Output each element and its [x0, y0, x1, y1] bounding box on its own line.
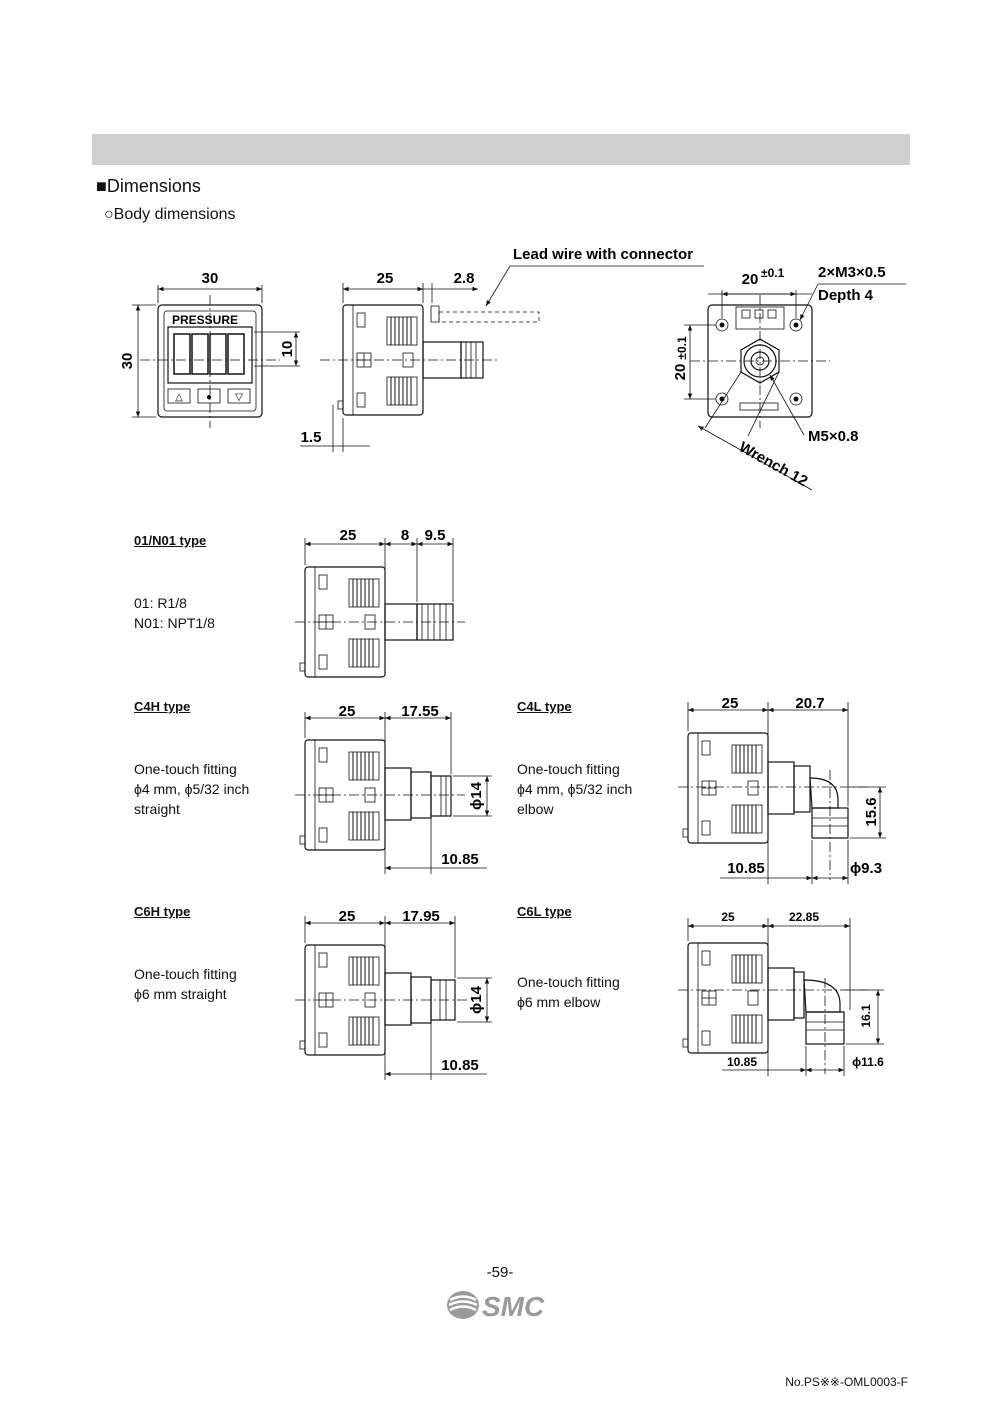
dim-diameter: ϕ14	[468, 781, 485, 810]
dim-diameter: ϕ14	[468, 985, 485, 1014]
type-label-c4h: C4H type	[134, 699, 191, 714]
front-view: PRESSURE △ ● ▽ 30 30 10	[119, 270, 300, 428]
desc-line: One-touch fitting	[134, 761, 237, 777]
dim-depth: 25	[377, 270, 394, 287]
desc-line: N01: NPT1/8	[134, 615, 215, 631]
drawing-c4l-type: 25 20.7 15.6 10.85 ϕ9.3	[678, 695, 886, 884]
side-view: 25 2.8 1.5 Lead wire with connector	[300, 246, 704, 452]
up-button-icon: △	[175, 392, 183, 403]
type-label-01: 01/N01 type	[134, 533, 207, 548]
subsection-title: ○Body dimensions	[104, 206, 236, 223]
dim-foot: 1.5	[301, 429, 322, 446]
screw-spec: 2×M3×0.5	[818, 264, 886, 281]
section-header-bar	[92, 134, 910, 165]
smc-logo-icon	[447, 1291, 479, 1319]
dim-height: 15.6	[863, 797, 880, 826]
dim-height: 16.1	[859, 1004, 873, 1028]
drawing-01-type: 25 8 9.5	[295, 527, 465, 678]
type-label-c6h: C6H type	[134, 904, 191, 919]
dim-height: 30	[119, 353, 136, 370]
dim-offset: 10.85	[727, 860, 765, 877]
document-number: No.PS※※-OML0003-F	[785, 1375, 908, 1389]
drawing-c6l-type: 25 22.85 16.1 10.85 ϕ11.6	[678, 910, 884, 1076]
dim-depth: 25	[339, 908, 356, 925]
type-desc-c4h: One-touch fitting ϕ4 mm, ϕ5/32 inch stra…	[134, 759, 249, 819]
desc-line: ϕ6 mm elbow	[517, 994, 601, 1010]
desc-line: ϕ4 mm, ϕ5/32 inch	[517, 781, 633, 797]
dim-length: 17.55	[401, 703, 439, 720]
drawing-c4h-type: 25 17.55 ϕ14 10.85	[295, 703, 492, 874]
desc-line: One-touch fitting	[517, 761, 620, 777]
desc-line: elbow	[517, 801, 554, 817]
dim-length: 17.95	[402, 908, 440, 925]
dim-depth: 25	[339, 703, 356, 720]
dim-diameter: ϕ9.3	[850, 860, 882, 877]
dim-pitch-v-tol: ±0.1	[675, 336, 689, 360]
desc-line: 01: R1/8	[134, 595, 187, 611]
port-spec: M5×0.8	[808, 428, 858, 445]
dim-diameter: ϕ11.6	[852, 1055, 884, 1069]
drawing-c6h-type: 25 17.95 ϕ14 10.85	[295, 908, 492, 1080]
dim-offset: 10.85	[441, 1057, 479, 1074]
dim-depth: 25	[722, 695, 739, 712]
dim-offset: 2.8	[454, 270, 475, 287]
type-desc-c6h: One-touch fitting ϕ6 mm straight	[134, 964, 237, 1004]
wrench-spec: Wrench 12	[736, 439, 810, 491]
rear-view: 20 ±0.1 20 ±0.1 2×M3×0.5 Depth 4 M5×0.8 …	[672, 264, 906, 491]
dim-length: 20.7	[795, 695, 824, 712]
dim-offset: 10.85	[441, 851, 479, 868]
dim-b: 9.5	[425, 527, 446, 544]
dim-display-height: 10	[279, 341, 296, 358]
logo-text: SMC	[482, 1291, 545, 1322]
screw-depth: Depth 4	[818, 287, 874, 304]
smc-logo: SMC	[446, 1288, 558, 1327]
dim-width: 30	[202, 270, 219, 287]
type-desc-c6l: One-touch fitting ϕ6 mm elbow	[517, 972, 620, 1012]
dim-pitch-h: 20	[742, 271, 759, 288]
dim-depth: 25	[340, 527, 357, 544]
page-number: -59-	[486, 1264, 514, 1281]
lead-wire-label: Lead wire with connector	[513, 246, 693, 263]
type-desc-c4l: One-touch fitting ϕ4 mm, ϕ5/32 inch elbo…	[517, 759, 632, 819]
dim-a: 8	[401, 527, 409, 544]
dim-offset: 10.85	[727, 1055, 757, 1069]
desc-line: ϕ4 mm, ϕ5/32 inch	[134, 781, 250, 797]
type-desc-01: 01: R1/8 N01: NPT1/8	[134, 593, 215, 633]
desc-line: straight	[134, 801, 180, 817]
type-label-c6l: C6L type	[517, 904, 572, 919]
section-title: ■Dimensions	[96, 176, 201, 196]
brand-text: PRESSURE	[172, 313, 238, 327]
down-button-icon: ▽	[235, 392, 243, 403]
desc-line: ϕ6 mm straight	[134, 986, 227, 1002]
dim-pitch-h-tol: ±0.1	[761, 266, 785, 280]
set-button-icon: ●	[206, 392, 212, 403]
dim-pitch-v: 20	[672, 364, 689, 381]
dim-depth: 25	[721, 910, 735, 924]
dim-length: 22.85	[789, 910, 819, 924]
desc-line: One-touch fitting	[517, 974, 620, 990]
type-label-c4l: C4L type	[517, 699, 572, 714]
desc-line: One-touch fitting	[134, 966, 237, 982]
